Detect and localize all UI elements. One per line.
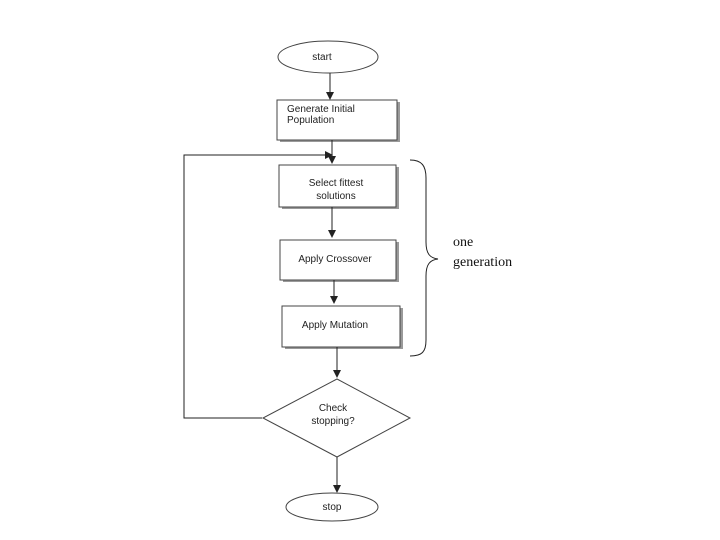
crossover-label: Apply Crossover <box>298 254 372 265</box>
start-node: start <box>277 40 379 74</box>
apply-crossover-node: Apply Crossover <box>279 239 399 282</box>
check-label-line1: Check <box>319 403 348 414</box>
generate-population-node: Generate Initial Population <box>276 99 400 142</box>
generate-label-line2: Population <box>287 115 334 126</box>
apply-mutation-node: Apply Mutation <box>281 305 403 349</box>
generate-label-line1: Generate Initial <box>287 104 355 115</box>
loop-back-line <box>183 151 333 419</box>
mutation-label: Apply Mutation <box>302 320 368 331</box>
check-stopping-node: Check stopping? <box>261 378 412 458</box>
brace-label-line1: one <box>453 235 473 250</box>
select-label-line1: Select fittest <box>309 178 364 189</box>
start-label: start <box>312 52 332 63</box>
stop-label: stop <box>323 502 342 513</box>
stop-node: stop <box>285 492 379 522</box>
select-label-line2: solutions <box>316 191 355 202</box>
check-label-line2: stopping? <box>311 416 355 427</box>
brace-label-line2: generation <box>453 255 512 270</box>
one-generation-brace <box>409 159 439 357</box>
select-fittest-node: Select fittest solutions <box>278 164 399 209</box>
